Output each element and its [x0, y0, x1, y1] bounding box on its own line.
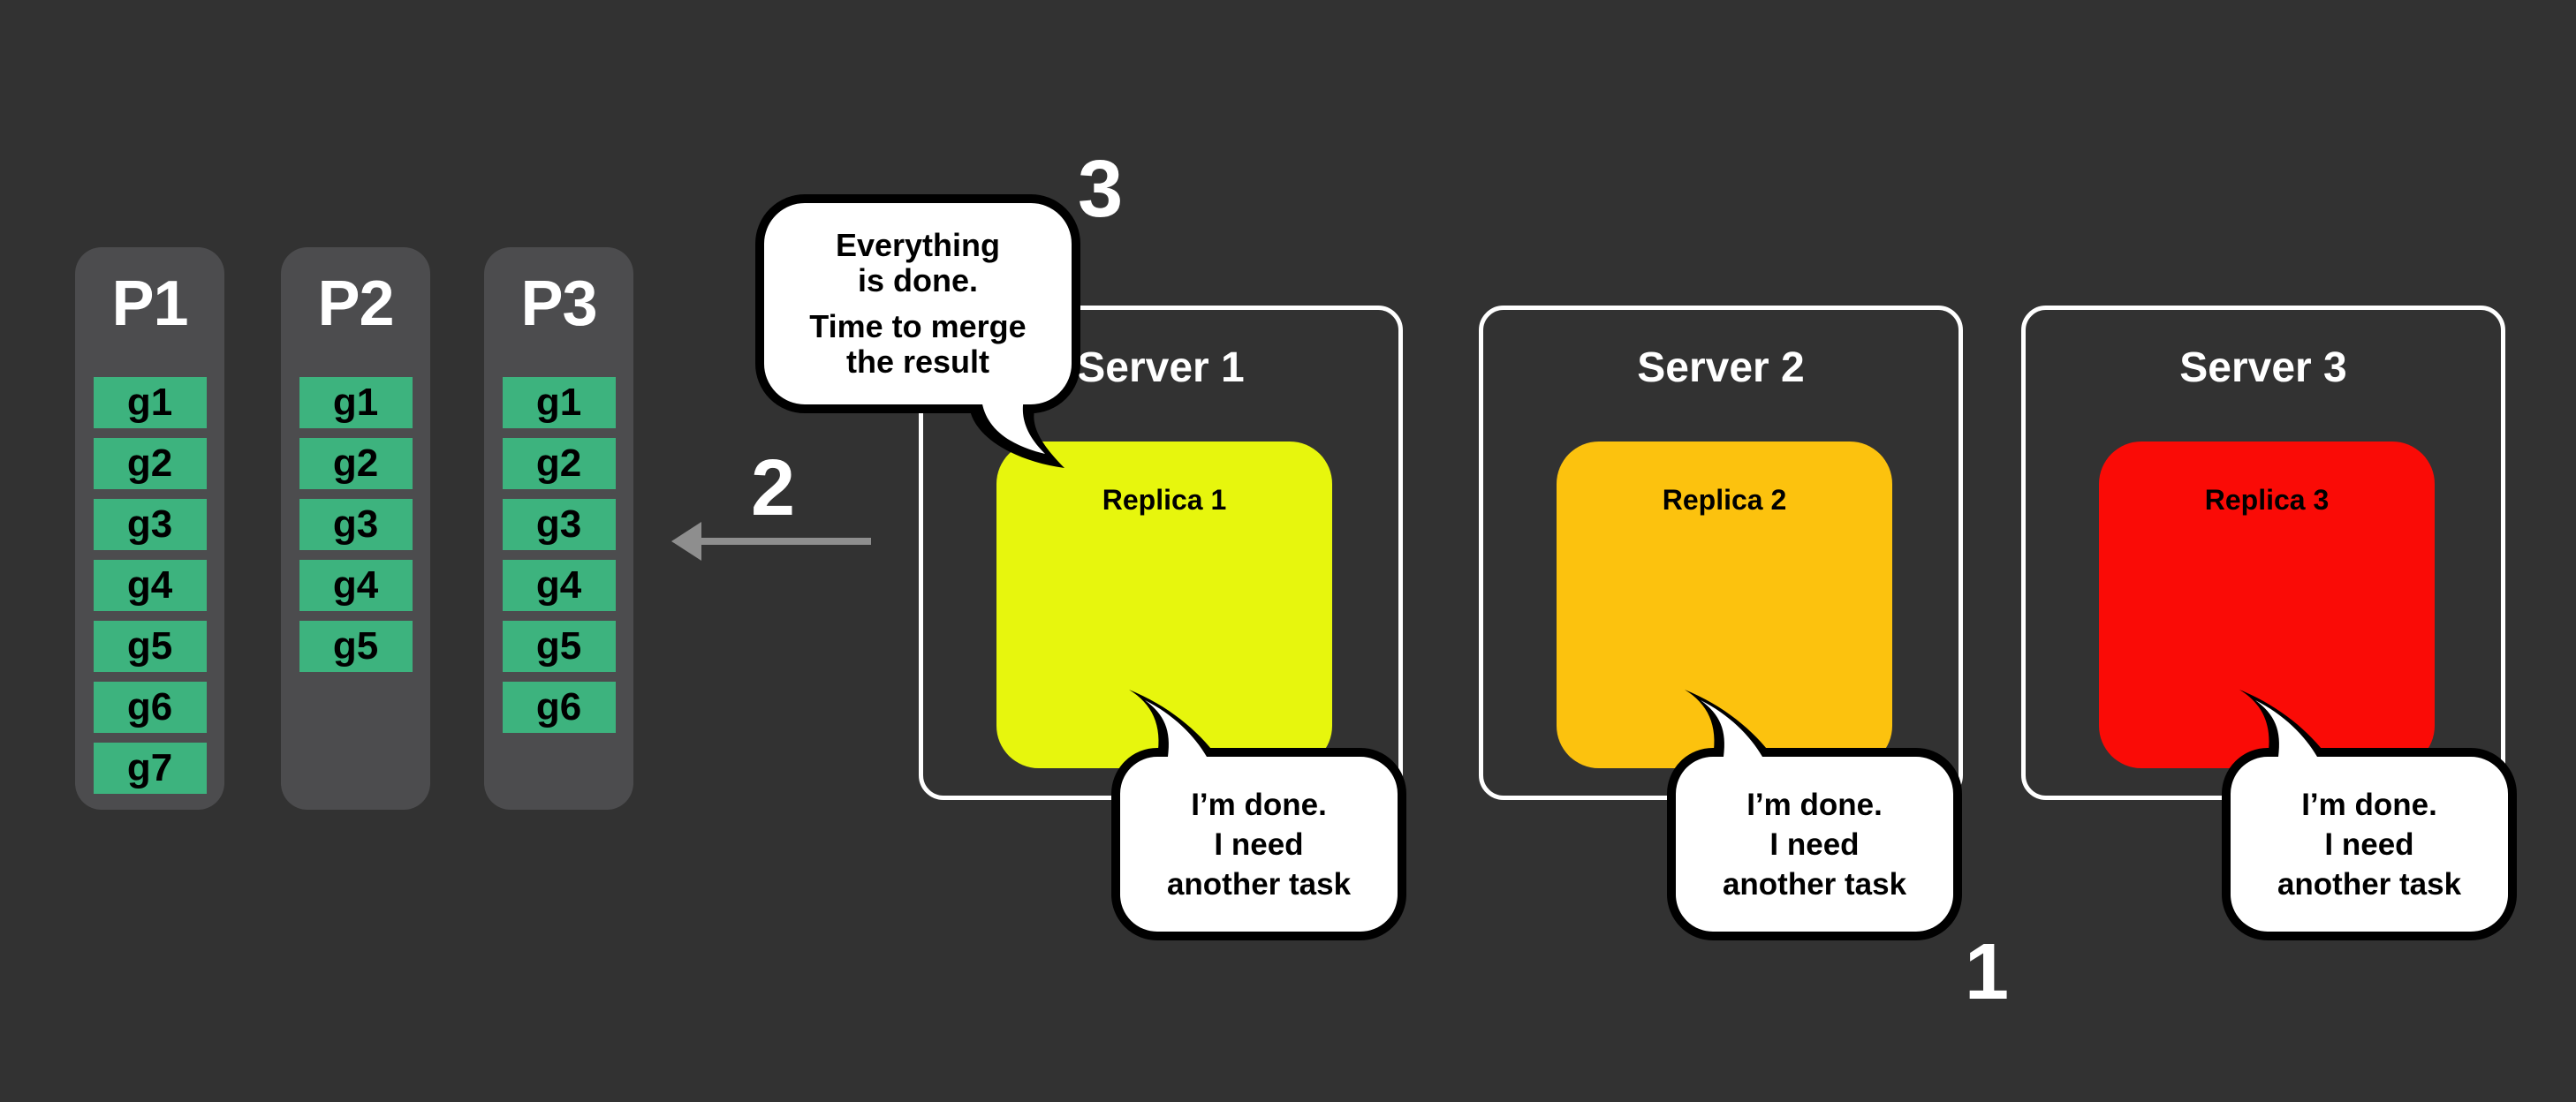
bubble-line: another task	[2277, 867, 2462, 902]
bubble-line: the result	[845, 343, 990, 380]
speech-tail-down-icon	[969, 399, 1064, 468]
arrow-line	[700, 538, 871, 545]
partition-title: P2	[317, 268, 394, 339]
task-chip: g3	[299, 499, 413, 550]
step-label-2: 2	[751, 444, 795, 532]
partition-column-p2: P2 g1 g2 g3 g4 g5	[281, 247, 430, 810]
bubble-line: I need	[1769, 827, 1860, 862]
task-list: g1 g2 g3 g4 g5 g6	[484, 377, 633, 733]
partition-title: P1	[111, 268, 188, 339]
partition-column-p1: P1 g1 g2 g3 g4 g5 g6 g7	[75, 247, 224, 810]
done-speech-bubble-2: I’m done. I need another task	[1667, 748, 1962, 940]
server-box-2: Server 2 Replica 2	[1479, 306, 1963, 800]
bubble-line: I’m done.	[1191, 788, 1327, 822]
task-chip: g3	[93, 499, 207, 550]
bubble-line: another task	[1722, 867, 1907, 902]
done-speech-bubble-3: I’m done. I need another task	[2222, 748, 2517, 940]
task-chip: g7	[93, 743, 207, 794]
speech-tail-up-icon	[2239, 690, 2328, 766]
server-title: Server 2	[1637, 344, 1805, 391]
task-chip: g3	[502, 499, 616, 550]
arrow-left-icon	[671, 522, 701, 561]
server-title: Server 1	[1077, 344, 1245, 391]
task-chip: g4	[502, 560, 616, 611]
task-chip: g2	[299, 438, 413, 489]
bubble-line: I need	[1214, 827, 1304, 862]
server-title: Server 3	[2179, 344, 2347, 391]
task-chip: g2	[93, 438, 207, 489]
bubble-line: I need	[2324, 827, 2414, 862]
task-chip: g1	[299, 377, 413, 428]
task-chip: g1	[502, 377, 616, 428]
done-speech-bubble-1: I’m done. I need another task	[1111, 748, 1406, 940]
step-label-1: 1	[1965, 928, 2009, 1016]
task-list: g1 g2 g3 g4 g5 g6 g7	[75, 377, 224, 794]
task-chip: g5	[299, 621, 413, 672]
task-chip: g4	[93, 560, 207, 611]
bubble-line: I’m done.	[1746, 788, 1883, 822]
bubble-line: is done.	[857, 262, 979, 298]
speech-tail-up-icon	[1685, 690, 1773, 766]
task-chip: g5	[93, 621, 207, 672]
server-box-1: Server 1 Replica 1	[919, 306, 1403, 800]
replica-title: Replica 2	[1662, 484, 1787, 516]
bubble-line: another task	[1166, 867, 1352, 902]
speech-tail-up-icon	[1129, 690, 1217, 766]
task-chip: g6	[93, 682, 207, 733]
task-list: g1 g2 g3 g4 g5	[281, 377, 430, 672]
partition-title: P3	[520, 268, 597, 339]
step-label-3: 3	[1078, 144, 1123, 234]
task-chip: g6	[502, 682, 616, 733]
task-chip: g2	[502, 438, 616, 489]
task-chip: g4	[299, 560, 413, 611]
bubble-line: Time to merge	[809, 308, 1027, 344]
bubble-line: I’m done.	[2301, 788, 2437, 822]
partition-column-p3: P3 g1 g2 g3 g4 g5 g6	[484, 247, 633, 810]
task-chip: g5	[502, 621, 616, 672]
replica-title: Replica 3	[2204, 484, 2330, 516]
bubble-line: Everything	[835, 227, 1001, 263]
replica-title: Replica 1	[1102, 484, 1227, 516]
task-chip: g1	[93, 377, 207, 428]
merge-speech-bubble: Everything is done. Time to merge the re…	[755, 194, 1080, 413]
